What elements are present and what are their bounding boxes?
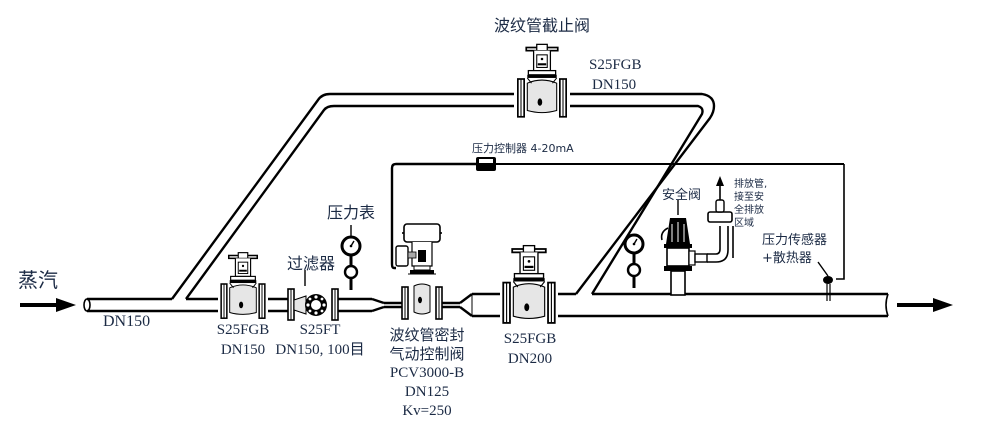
discharge-note-line1: 排放管, [734,179,768,190]
pressure-controller-label: 压力控制器 4-20mA [472,142,574,155]
outlet-valve-model: S25FGB [503,331,557,347]
inlet-steam-label: 蒸汽 [18,268,58,292]
pressure-gauge-upstream [340,225,362,292]
filter-name: 过滤器 [287,254,336,273]
filter-model: S25FT [299,322,341,338]
pressure-gauge-downstream [623,233,645,290]
inlet-valve-size: DN150 [220,342,266,358]
outlet-valve-label: S25FGB DN200 [500,329,560,369]
pressure-controller-box[interactable] [476,157,496,171]
inlet-valve-label: S25FGB DN150 [213,320,273,360]
bypass-valve-name: 波纹管截止阀 [494,16,591,35]
inlet-globe-valve[interactable] [220,251,266,319]
pressure-sensor [817,261,833,301]
pressure-sensor-label: 压力传感器 +散热器 [762,232,827,268]
pressure-sensor-line1: 压力传感器 [762,233,828,248]
pneumatic-control-valve[interactable] [395,223,443,320]
control-valve-size: DN125 [404,384,450,400]
control-valve-kv: Kv=250 [402,403,452,419]
discharge-note-line3: 全排放 [734,205,764,216]
filter-spec: DN150, 100目 [275,342,365,358]
control-valve-model: PCV3000-B [389,365,465,381]
discharge-note-line4: 区域 [734,218,754,229]
control-signal-line [390,162,845,280]
control-valve-label: 波纹管密封 气动控制阀 PCV3000-B DN125 Kv=250 [377,326,477,421]
discharge-pipe-note: 排放管, 接至安 全排放 区域 [734,178,767,230]
inlet-valve-model: S25FGB [216,322,270,338]
outlet-flow-arrow [897,298,953,312]
main-pipe [83,292,889,318]
filter-label: S25FT DN150, 100目 [270,320,370,360]
control-valve-line2: 气动控制阀 [389,345,465,363]
outlet-valve-size: DN200 [507,351,553,367]
bypass-valve-model: S25FGB [589,57,642,73]
bypass-pipe [171,92,716,300]
inlet-pipe-size: DN150 [103,313,151,330]
discharge-note-line2: 接至安 [734,192,764,203]
inlet-flow-arrow [20,298,76,312]
pressure-gauge-label: 压力表 [327,203,376,222]
safety-valve[interactable] [660,176,734,296]
bypass-globe-valve[interactable] [517,43,567,118]
bypass-valve-size: DN150 [592,77,637,93]
safety-valve-label: 安全阀 [662,188,702,203]
strainer-filter[interactable] [287,270,339,321]
pressure-sensor-line2: +散热器 [762,251,812,266]
control-valve-line1: 波纹管密封 [389,326,465,344]
outlet-globe-valve[interactable] [502,244,556,324]
